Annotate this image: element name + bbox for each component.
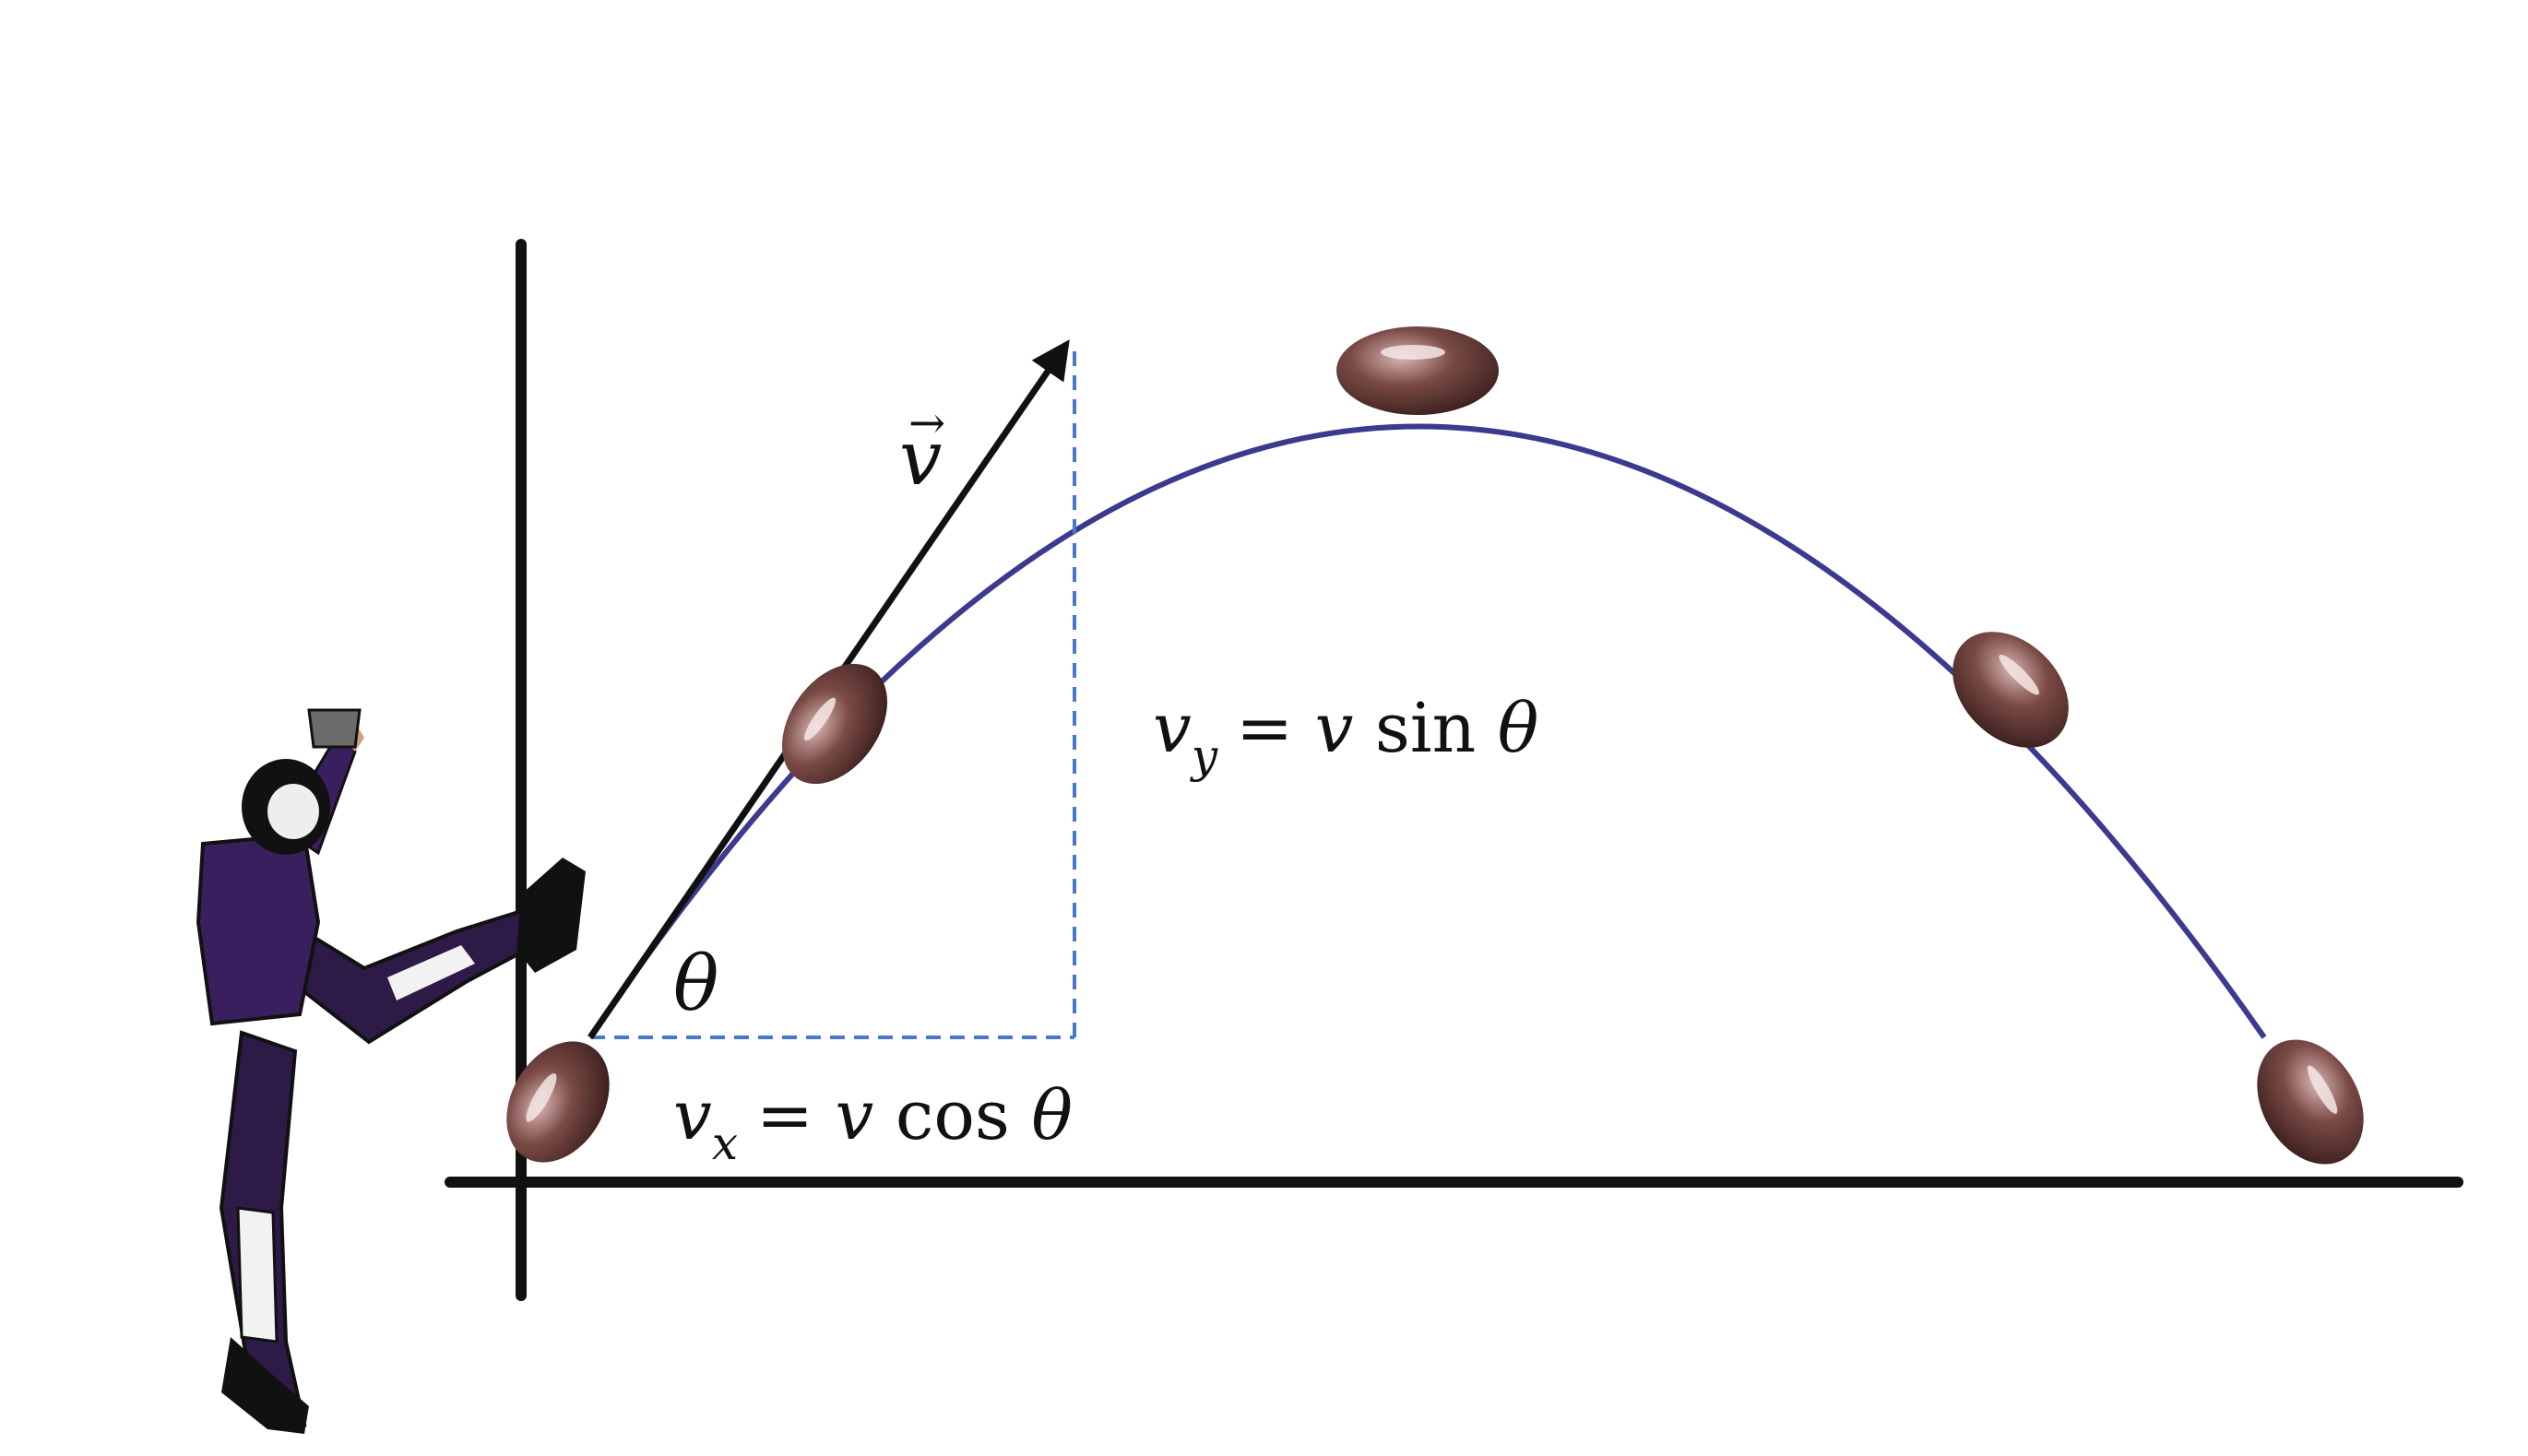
vy-equation: vy = v sin θ	[1153, 689, 1538, 783]
vx-rest-post: θ	[1010, 1076, 1073, 1155]
vy-sub: y	[1190, 729, 1218, 783]
football-icon	[1336, 326, 1499, 415]
velocity-vector-label: v	[899, 415, 942, 503]
football-icon	[2257, 1039, 2364, 1165]
football-icon	[781, 663, 888, 785]
angle-label: θ	[673, 941, 718, 1028]
vy-var: v	[1153, 689, 1192, 768]
football-icon	[506, 1041, 610, 1163]
vx-equation: vx = v cos θ	[673, 1076, 1073, 1170]
vy-rest-pre: = v	[1236, 689, 1375, 768]
football-icon	[1952, 632, 2069, 748]
vy-func: sin	[1375, 689, 1476, 768]
velocity-vector-arrow-label: →	[908, 397, 945, 449]
vy-rest-post: θ	[1476, 689, 1538, 768]
vx-var: v	[673, 1076, 712, 1155]
vx-func: cos	[896, 1076, 1010, 1155]
kicker-figure	[196, 708, 586, 1434]
vx-sub: x	[712, 1117, 738, 1170]
vx-rest-pre: = v	[756, 1076, 896, 1155]
